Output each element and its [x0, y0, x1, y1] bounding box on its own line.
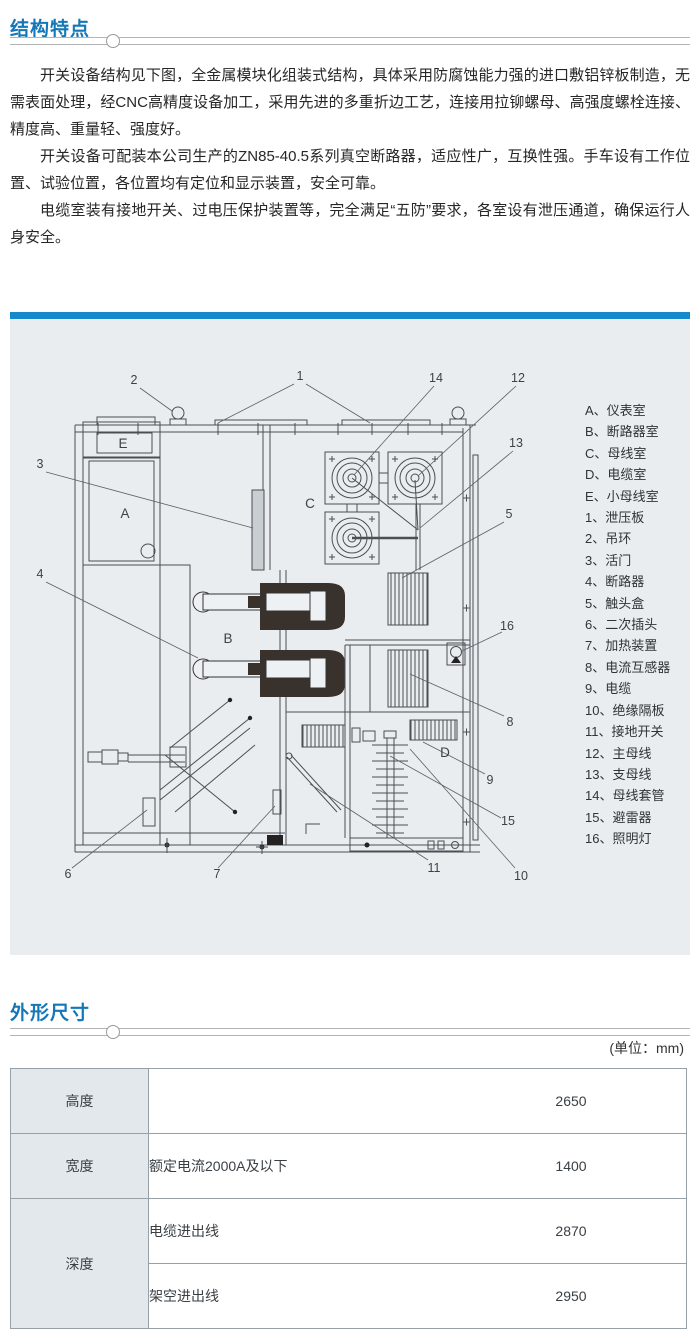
room-B: B: [223, 631, 232, 646]
cable-room: [285, 645, 464, 852]
row-value: 1400: [456, 1133, 687, 1199]
legend-item: E、小母线室: [585, 488, 659, 504]
row-value: 2650: [456, 1068, 687, 1134]
row-condition: 架空进出线: [148, 1263, 456, 1329]
breaker-poles: [192, 583, 345, 697]
callout-14: 14: [429, 371, 443, 385]
callout-7: 7: [214, 867, 221, 881]
callout-13: 13: [509, 436, 523, 450]
legend-item: 13、支母线: [585, 766, 652, 782]
table-row: 高度 2650: [10, 1068, 687, 1134]
legend-item: 1、泄压板: [585, 510, 645, 526]
section-rule: [10, 1025, 690, 1039]
room-labels: E A C B D: [118, 436, 450, 760]
legend-item: 10、绝缘隔板: [585, 702, 665, 718]
callout-11: 11: [428, 861, 441, 875]
unit-note: (单位：mm): [609, 1040, 684, 1056]
legend-item: 9、电缆: [585, 681, 632, 697]
structure-diagram: 1 2 3 4 5 6 7 8 9 10 11 12 13 14 15 16 E…: [37, 369, 528, 883]
legend-item: 16、照明灯: [585, 831, 652, 847]
callout-5: 5: [506, 507, 513, 521]
leader-lines: [45, 383, 517, 869]
legend-item: A、仪表室: [585, 403, 646, 418]
legend-item: 12、主母线: [585, 745, 652, 761]
rule-dot: [106, 34, 120, 48]
rule-dot: [106, 1025, 120, 1039]
room-E: E: [118, 436, 127, 451]
legend-item: 5、触头盒: [585, 595, 645, 611]
callout-8: 8: [507, 715, 514, 729]
row-value: 2870: [456, 1198, 687, 1264]
legend-item: B、断路器室: [585, 424, 659, 440]
legend-item: 15、避雷器: [585, 809, 652, 825]
row-value: 2950: [456, 1263, 687, 1329]
diagram-legend: A、仪表室 B、断路器室 C、母线室 D、电缆室 E、小母线室 1、泄压板 2、吊环 3、活门…: [585, 400, 670, 850]
room-C: C: [305, 496, 315, 511]
legend-item: 4、断路器: [585, 574, 645, 590]
callout-15: 15: [501, 814, 515, 828]
section-title-dimensions: 外形尺寸: [10, 1003, 91, 1024]
paragraph: 开关设备结构见下图，全金属模块化组装式结构，具体采用防腐蚀能力强的进口敷铝锌板制…: [10, 67, 690, 138]
dimensions-table: 高度 2650 宽度 额定电流2000A及以下 1400 深度 电缆进出线 28…: [10, 1068, 687, 1329]
paragraph: 电缆室装有接地开关、过电压保护装置等，完全满足“五防”要求，各室设有泄压通道，确…: [10, 202, 690, 246]
diagram-panel: 1 2 3 4 5 6 7 8 9 10 11 12 13 14 15 16 E…: [10, 312, 690, 955]
legend-item: D、电缆室: [585, 467, 647, 483]
callout-1: 1: [297, 369, 304, 383]
row-condition: 电缆进出线: [148, 1198, 456, 1264]
section-title-structure: 结构特点: [10, 19, 91, 40]
legend-item: 7、加热装置: [585, 638, 658, 654]
legend-item: C、母线室: [585, 445, 647, 461]
table-row: 深度 电缆进出线 2870: [10, 1198, 687, 1329]
legend-item: 2、吊环: [585, 531, 632, 547]
legend-item: 3、活门: [585, 552, 632, 568]
row-category: 宽度: [10, 1133, 149, 1199]
row-category: 深度: [10, 1198, 149, 1329]
legend-item: 8、电流互感器: [585, 659, 671, 675]
callout-3: 3: [37, 457, 44, 471]
legend-item: 11、接地开关: [585, 724, 664, 740]
row-category: 高度: [10, 1068, 149, 1134]
paragraph: 开关设备可配装本公司生产的ZN85-40.5系列真空断路器，适应性广，互换性强。…: [10, 148, 690, 192]
callout-10: 10: [514, 869, 528, 883]
callout-16: 16: [500, 619, 514, 633]
legend-item: 6、二次插头: [585, 617, 658, 633]
table-row: 宽度 额定电流2000A及以下 1400: [10, 1133, 687, 1199]
callout-12: 12: [511, 371, 525, 385]
legend-item: 14、母线套管: [585, 788, 665, 804]
section-rule: [10, 34, 690, 48]
row-condition: [148, 1068, 456, 1134]
callout-6: 6: [65, 867, 72, 881]
structure-paragraphs: 开关设备结构见下图，全金属模块化组装式结构，具体采用防腐蚀能力强的进口敷铝锌板制…: [10, 62, 690, 251]
room-D: D: [440, 745, 450, 760]
callout-2: 2: [131, 373, 138, 387]
callout-4: 4: [37, 567, 44, 581]
accent-bar: [10, 312, 690, 319]
mechanism-room: [83, 697, 285, 854]
callout-9: 9: [487, 773, 494, 787]
callout-labels: 1 2 3 4 5 6 7 8 9 10 11 12 13 14 15 16: [37, 369, 528, 883]
table-row: 架空进出线 2950: [11, 1263, 687, 1329]
room-A: A: [120, 506, 129, 521]
row-condition: 额定电流2000A及以下: [148, 1133, 456, 1199]
